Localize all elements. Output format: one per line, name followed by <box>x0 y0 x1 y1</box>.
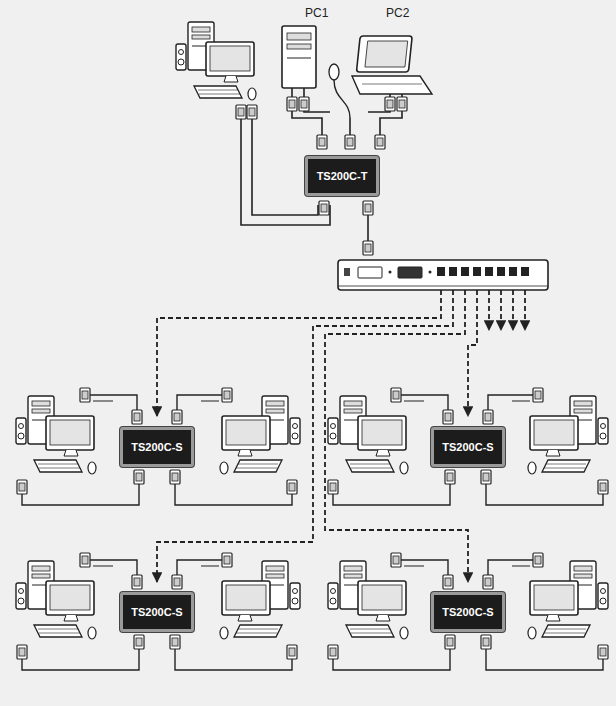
device-name: TS200C-S <box>442 606 493 618</box>
kvm-switch-box: TS200C-S <box>120 592 194 632</box>
computer-label: PC1 <box>305 6 328 20</box>
kvm-switch-box: TS200C-S <box>431 427 505 467</box>
kvm-switch-box: TS200C-S <box>431 592 505 632</box>
device-name: TS200C-S <box>131 606 182 618</box>
device-name: TS200C-T <box>317 170 368 182</box>
kvm-switch-box: TS200C-T <box>305 156 379 196</box>
device-name: TS200C-S <box>442 441 493 453</box>
device-name: TS200C-S <box>131 441 182 453</box>
computer-label: PC2 <box>386 6 409 20</box>
kvm-switch-box: TS200C-S <box>120 427 194 467</box>
